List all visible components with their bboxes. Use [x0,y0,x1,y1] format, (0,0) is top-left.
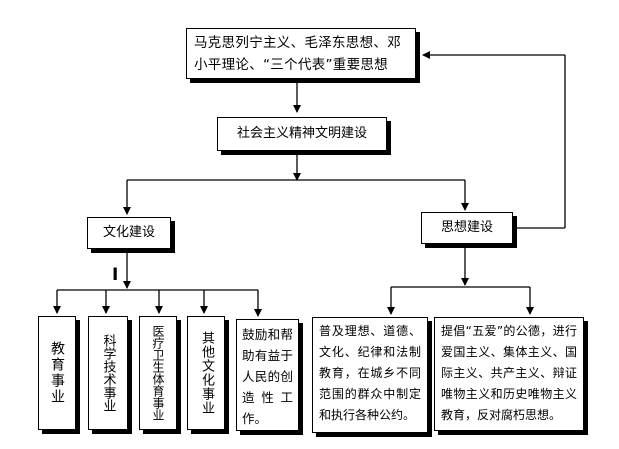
science-label: 科学技术事业 [100,334,116,412]
culture-construction-label: 文化建设 [102,225,155,240]
culture-construction-box: 文化建设 [87,217,171,249]
popularize-text: 普及理想、道德、文化、纪律和法制教育，在城乡不同范围的群众中制定和执行各种公约。 [319,324,421,422]
popularize-box: 普及理想、道德、文化、纪律和法制教育，在城乡不同范围的群众中制定和执行各种公约。 [312,317,428,433]
theory-box: 马克思列宁主义、毛泽东思想、邓小平理论、“三个代表”重要思想 [186,28,416,79]
encourage-text: 鼓励和帮助有益于人民的创造性工作。 [242,327,293,426]
other-culture-label: 其他文化事业 [199,331,214,415]
health-sports-label: 医疗卫生体育事业 [151,325,165,421]
education-label: 教育事业 [49,341,65,405]
ideology-construction-label: 思想建设 [440,220,493,235]
science-box: 科学技术事业 [88,316,128,430]
health-sports-box: 医疗卫生体育事业 [139,316,177,430]
education-box: 教育事业 [38,316,76,430]
theory-text: 马克思列宁主义、毛泽东思想、邓小平理论、“三个代表”重要思想 [194,35,401,73]
spiritual-civilization-box: 社会主义精神文明建设 [217,117,387,151]
spiritual-civilization-label: 社会主义精神文明建设 [236,126,367,141]
advocate-box: 提倡“五爱”的公德，进行爱国主义、集体主义、国际主义、共产主义、辩证唯物主义和历… [434,317,584,431]
other-culture-box: 其他文化事业 [187,316,225,430]
advocate-text: 提倡“五爱”的公德，进行爱国主义、集体主义、国际主义、共产主义、辩证唯物主义和历… [441,324,577,422]
ideology-construction-box: 思想建设 [421,212,513,244]
encourage-box: 鼓励和帮助有益于人民的创造性工作。 [236,319,299,431]
cursor-tick: I [112,265,119,285]
